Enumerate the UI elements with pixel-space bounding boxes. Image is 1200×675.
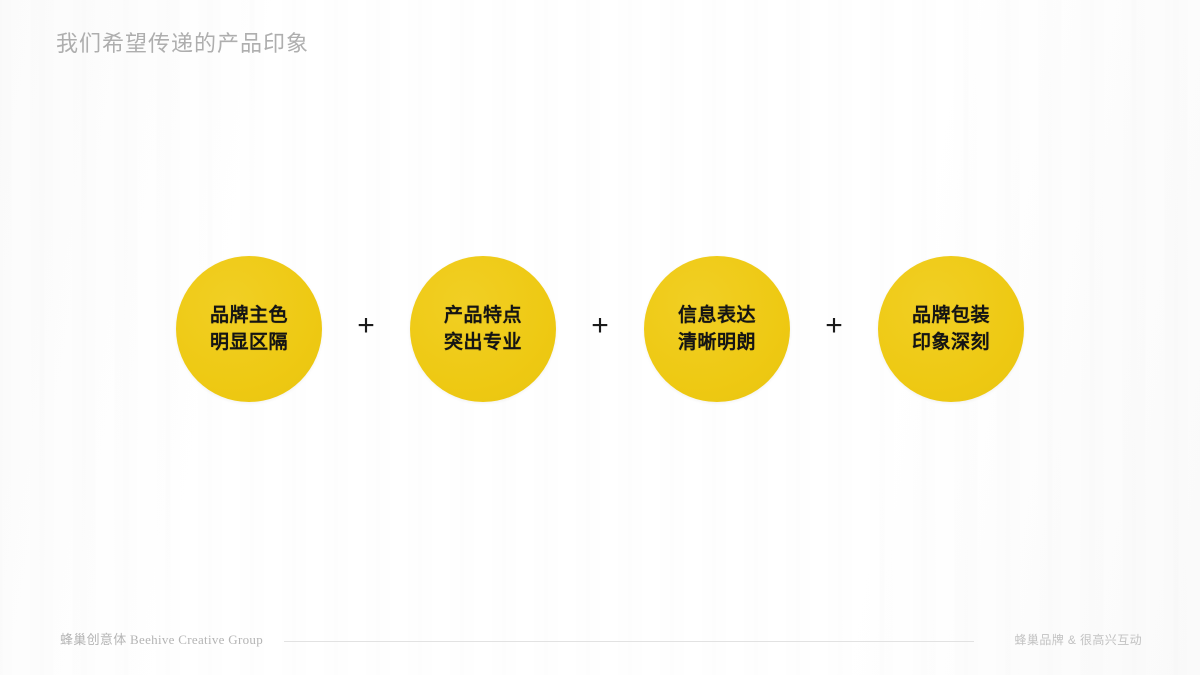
bubble-4-line-1: 品牌包装 [911,305,990,326]
page-title: 我们希望传递的产品印象 [56,31,310,56]
bubble-4-line-2: 印象深刻 [911,332,990,353]
impression-bubble-3[interactable]: 信息表达 清晰明朗 [644,256,790,402]
footer-brand-left: 蜂巢创意体 Beehive Creative Group [60,632,263,647]
bubble-2-line-2: 突出专业 [443,332,522,353]
plus-icon-2: + [591,309,609,342]
plus-icon-1: + [357,309,375,342]
impression-diagram: 品牌主色 明显区隔 + 产品特点 突出专业 + 信息表达 清晰明朗 + 品牌包装… [0,253,1200,405]
footer-brand-right: 蜂巢品牌 & 很高兴互动 [1014,633,1142,647]
slide-footer: 蜂巢创意体 Beehive Creative Group 蜂巢品牌 & 很高兴互… [0,615,1200,675]
bubble-1-line-1: 品牌主色 [209,305,288,326]
plus-icon-3: + [825,309,843,342]
bubble-3-line-1: 信息表达 [677,305,756,326]
bubble-1-line-2: 明显区隔 [209,332,288,353]
impression-bubble-1[interactable]: 品牌主色 明显区隔 [176,256,322,402]
impression-bubble-2[interactable]: 产品特点 突出专业 [410,256,556,402]
bubble-3-line-2: 清晰明朗 [677,332,756,353]
bubble-2-line-1: 产品特点 [443,305,522,326]
footer-divider [284,641,974,642]
impression-bubble-4[interactable]: 品牌包装 印象深刻 [878,256,1024,402]
